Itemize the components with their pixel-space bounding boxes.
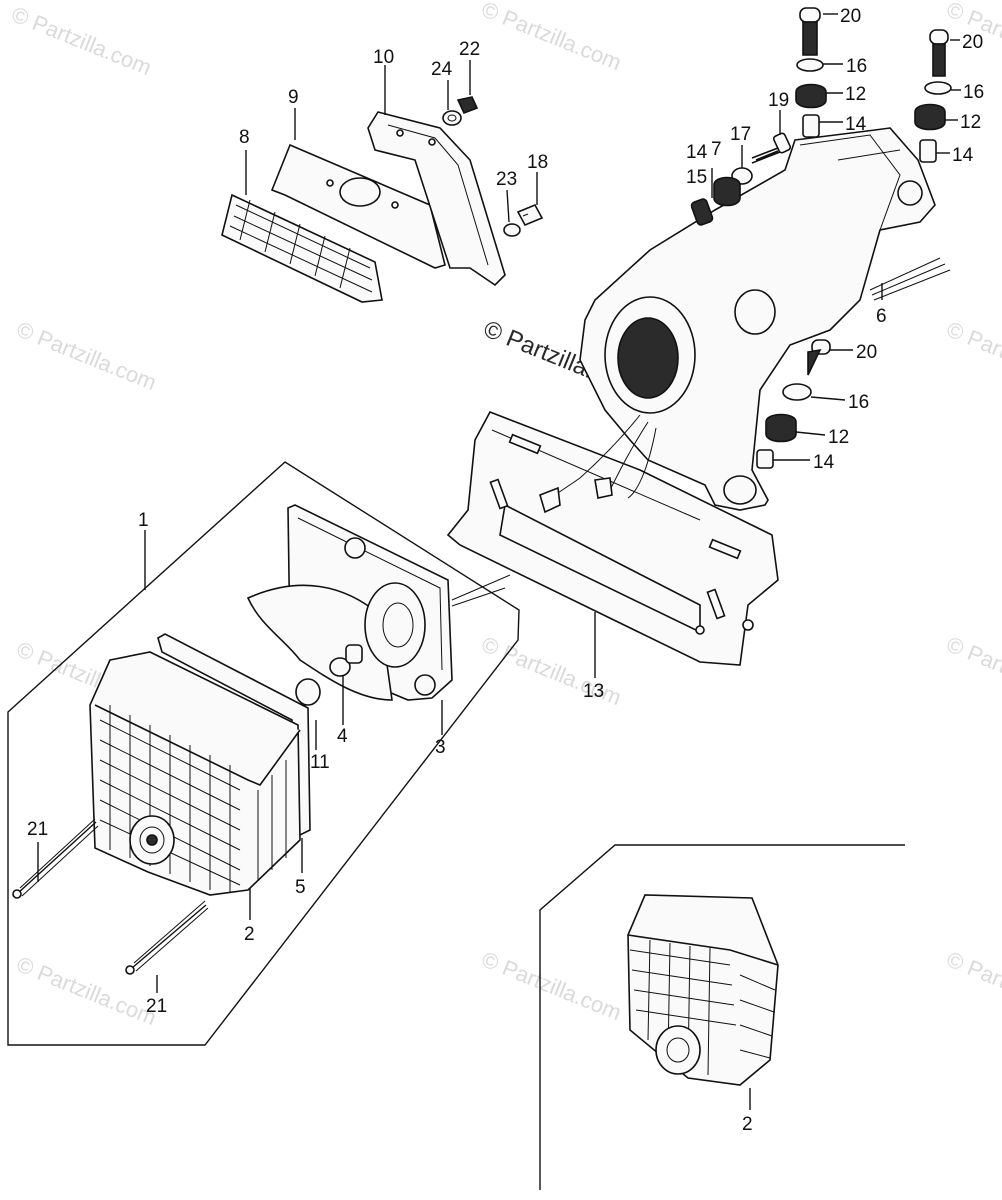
callout-13: 13 <box>583 681 604 702</box>
part-frame-housing <box>579 127 951 511</box>
callout-15: 15 <box>686 167 707 188</box>
callout-12-b: 12 <box>960 112 981 133</box>
watermark-text: © Partzilla.com <box>478 0 625 75</box>
part-22-nut <box>456 96 479 115</box>
callout-14-b: 14 <box>952 145 974 166</box>
callout-20-b: 20 <box>962 32 983 53</box>
callout-16-b: 16 <box>963 82 984 103</box>
callout-14-d: 14 <box>813 452 835 473</box>
callout-21-b: 21 <box>146 996 167 1017</box>
callout-6: 6 <box>876 306 887 327</box>
assembly-1-outline <box>7 461 520 1046</box>
inset-outline <box>539 844 905 1190</box>
watermark-text: © Partzilla.com <box>8 1 155 80</box>
callout-4: 4 <box>337 726 348 747</box>
part-4-bulb <box>329 644 363 677</box>
part-21-screw-lower <box>125 900 209 975</box>
callout-19: 19 <box>768 90 789 111</box>
watermark-text: © Partzilla.com <box>943 316 1002 395</box>
callout-21-a: 21 <box>27 819 48 840</box>
callout-16-c: 16 <box>848 392 869 413</box>
callout-labels: 1 2 2 3 4 5 6 7 8 9 10 11 12 12 12 13 14… <box>27 6 984 1135</box>
callout-9: 9 <box>288 87 299 108</box>
callout-5: 5 <box>295 877 306 898</box>
part-15-collar <box>690 198 714 226</box>
callout-24: 24 <box>431 59 453 80</box>
part-21-screw-upper <box>12 818 99 899</box>
callout-2-inset: 2 <box>742 1114 753 1135</box>
callout-14-c: 14 <box>686 142 708 163</box>
watermark-text: © Partzilla.com <box>13 316 160 395</box>
callout-2-main: 2 <box>244 924 255 945</box>
part-18-screw <box>516 203 544 227</box>
watermark-text: © Partzilla.com <box>943 946 1002 1025</box>
callout-23: 23 <box>496 169 517 190</box>
part-shade <box>246 582 426 701</box>
callout-8: 8 <box>239 127 250 148</box>
part-24-washer <box>442 110 462 126</box>
part-2-lens-inset <box>627 894 779 1086</box>
watermark-text: © Partzilla.com <box>943 631 1002 710</box>
watermark-text: © Partzilla.com <box>478 946 625 1025</box>
leader-lines <box>37 13 961 1110</box>
callout-10: 10 <box>373 47 394 68</box>
part-7-grommet <box>713 176 741 207</box>
callout-7: 7 <box>711 139 722 160</box>
wire-harness <box>539 414 657 514</box>
callout-12-a: 12 <box>845 84 866 105</box>
callout-16-a: 16 <box>846 56 867 77</box>
callout-1: 1 <box>138 510 149 531</box>
part-23-washer <box>503 223 521 237</box>
callout-14-a: 14 <box>845 114 867 135</box>
callout-18: 18 <box>527 152 548 173</box>
callout-20-a: 20 <box>840 6 861 27</box>
part-19-bolt <box>751 132 792 164</box>
part-8-reflector <box>221 193 383 303</box>
callout-22: 22 <box>459 39 480 60</box>
part-13-plate-bracket <box>446 410 779 666</box>
hardware-stack-lower <box>756 339 831 469</box>
callout-12-c: 12 <box>828 427 849 448</box>
part-2-lens-main <box>89 651 301 896</box>
callout-11: 11 <box>310 752 330 773</box>
part-10-bracket <box>367 111 506 287</box>
callout-3: 3 <box>435 737 446 758</box>
hardware-stack-right <box>914 29 952 163</box>
callout-20-c: 20 <box>856 342 877 363</box>
hardware-stack-left <box>795 7 827 138</box>
callout-17: 17 <box>730 124 751 145</box>
